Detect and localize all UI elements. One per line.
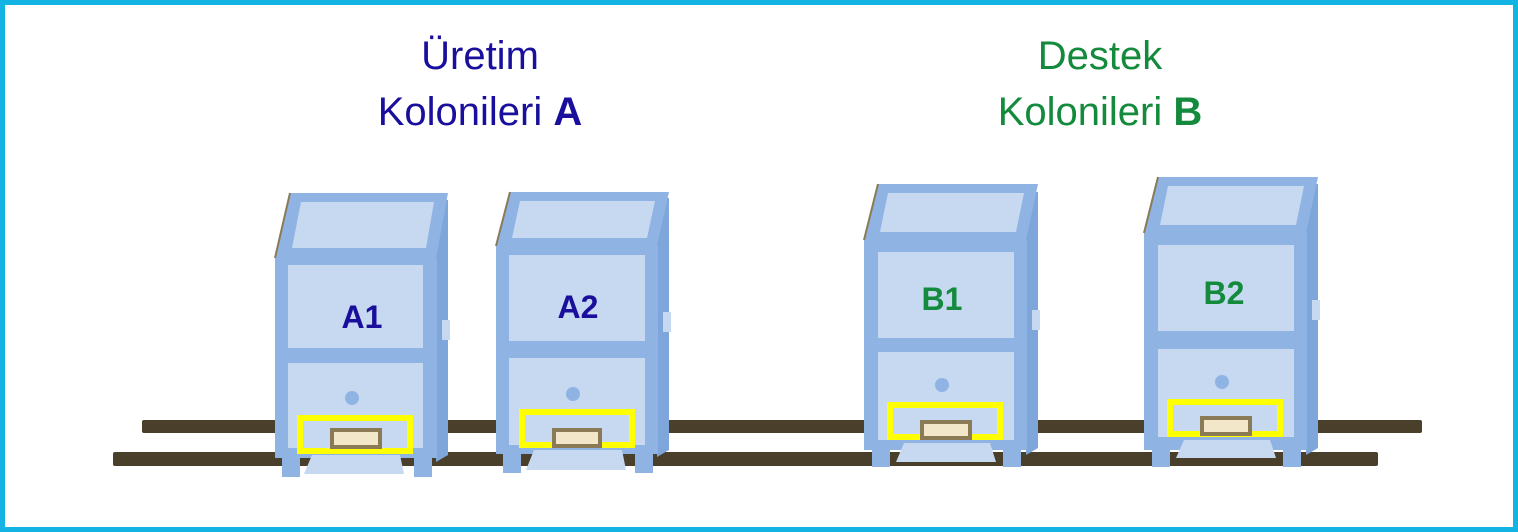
production-colonies-text: Kolonileri [377, 90, 554, 134]
production-colonies-heading: Üretim Kolonileri A [300, 28, 660, 140]
support-colonies-letter: B [1173, 90, 1203, 134]
hive-a1: A1 [274, 192, 450, 477]
hive-label-b2: B2 [1204, 275, 1245, 311]
support-colonies-line1: Destek [1037, 34, 1163, 78]
hive-b1: B1 [863, 183, 1040, 467]
hive-a2: A2 [495, 191, 671, 473]
support-colonies-heading: Destek Kolonileri B [920, 28, 1280, 140]
production-colonies-letter: A [553, 90, 583, 134]
hive-b2: B2 [1143, 176, 1320, 467]
hive-label-a1: A1 [342, 299, 383, 335]
rail-back [142, 420, 1422, 433]
support-colonies-line2: Kolonileri B [920, 84, 1280, 140]
hive-label-a2: A2 [558, 289, 599, 325]
support-colonies-text: Kolonileri [997, 90, 1174, 134]
production-colonies-line2: Kolonileri A [300, 84, 660, 140]
production-colonies-line1: Üretim [421, 34, 539, 78]
hive-label-b1: B1 [922, 281, 963, 317]
